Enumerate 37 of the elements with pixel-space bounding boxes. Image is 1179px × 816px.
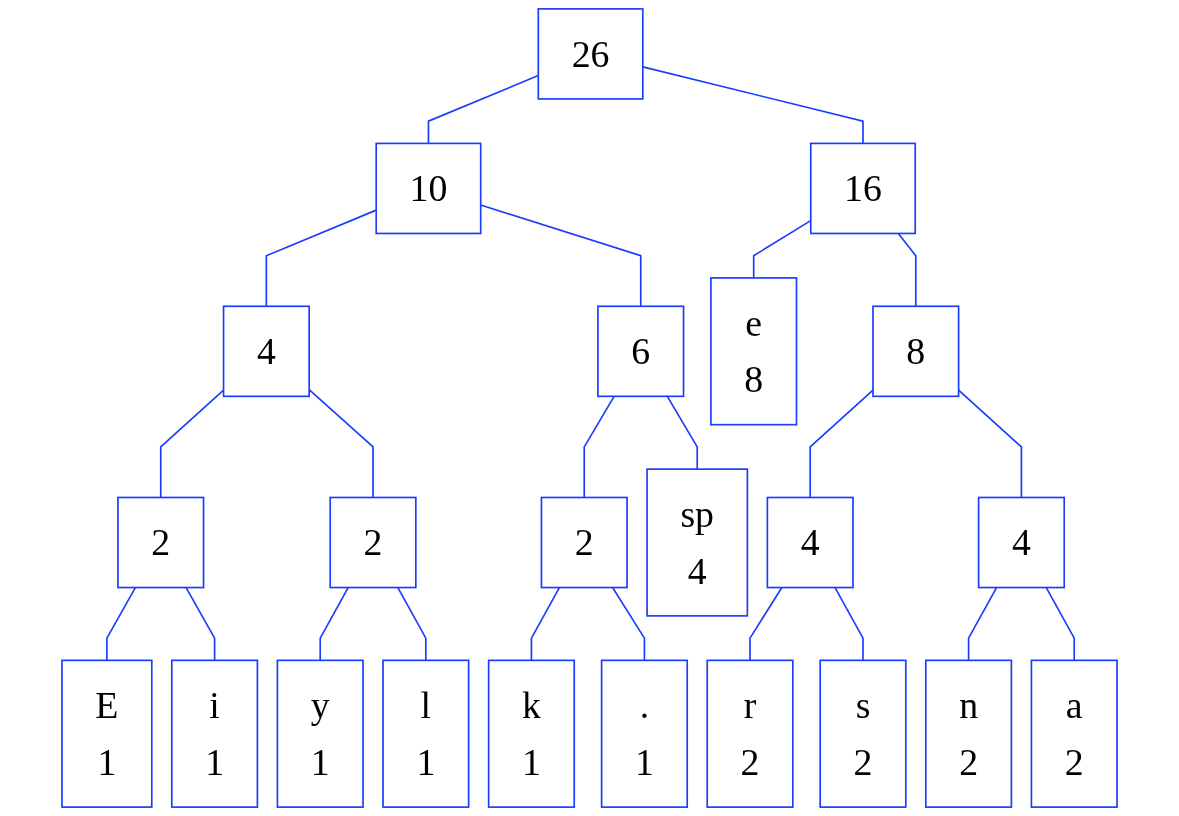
connector <box>583 395 615 499</box>
node-box: 2 <box>117 496 205 589</box>
node-box: n 2 <box>924 659 1013 808</box>
connector <box>809 389 874 499</box>
node-box: 26 <box>537 8 644 100</box>
node-box: e 8 <box>710 277 798 426</box>
node-box: E 1 <box>61 659 153 808</box>
connector <box>1045 586 1076 662</box>
node-box: 16 <box>809 142 917 235</box>
node-box: 10 <box>375 142 482 235</box>
node-box: . 1 <box>600 659 689 808</box>
connector <box>319 586 349 662</box>
connector <box>897 232 917 308</box>
node-box: 4 <box>222 305 310 398</box>
node-box: r 2 <box>706 659 794 808</box>
node-box: 8 <box>872 305 960 398</box>
node-box: 4 <box>977 496 1066 589</box>
connector <box>967 586 998 662</box>
node-box: y 1 <box>276 659 364 808</box>
node-box: 2 <box>540 496 628 589</box>
connector <box>185 586 216 662</box>
connector <box>611 586 646 662</box>
node-box: i 1 <box>170 659 259 808</box>
connector <box>666 395 699 470</box>
node-box: sp 4 <box>646 468 749 617</box>
node-box: 2 <box>329 496 417 589</box>
connector <box>530 586 561 662</box>
node-box: k 1 <box>487 659 576 808</box>
connector <box>749 586 783 662</box>
node-box: 6 <box>597 305 685 398</box>
connector <box>106 586 137 662</box>
node-box: a 2 <box>1030 659 1118 808</box>
node-box: s 2 <box>819 659 907 808</box>
connector <box>834 586 864 662</box>
connector <box>397 586 427 662</box>
node-box: 4 <box>766 496 854 589</box>
node-box: l 1 <box>382 659 470 808</box>
